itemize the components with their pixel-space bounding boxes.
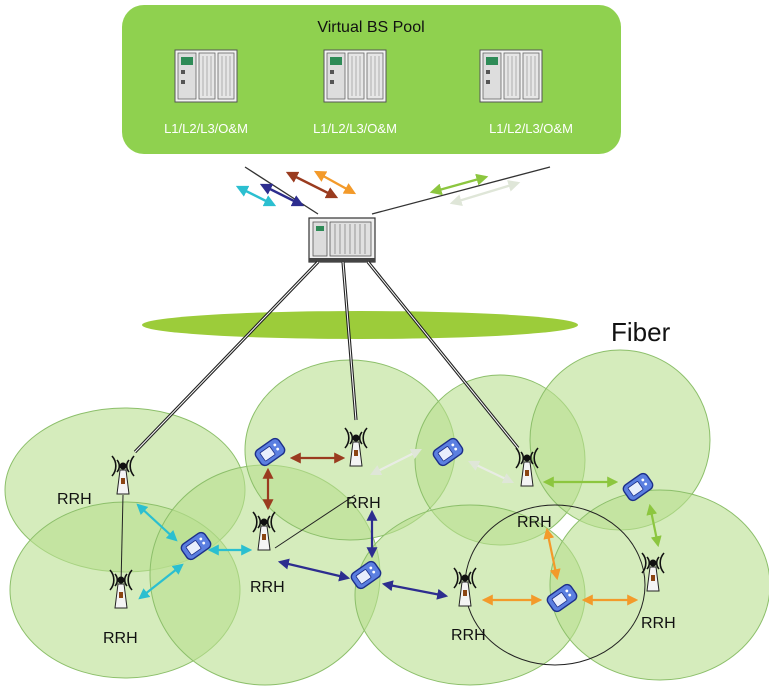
arrow-navy-1: [277, 558, 351, 582]
rrh-2-label: RRH: [103, 630, 138, 647]
rrh-4-label: RRH: [346, 495, 381, 512]
bbu-server-icon: [323, 49, 387, 103]
arrow-navy-3: [381, 580, 449, 600]
arrow-white-2: [468, 460, 514, 484]
arrow-orange-1: [543, 527, 561, 581]
fiber-band: [142, 311, 578, 339]
bbu-server-icon: [174, 49, 238, 103]
rrh-link-1: [120, 494, 124, 586]
bbu-unit-2-label: L1/L2/L3/O&M: [313, 121, 397, 136]
rrh-6: RRH: [451, 567, 486, 644]
rrh-3: RRH: [250, 511, 285, 596]
rrh-5: RRH: [515, 447, 552, 531]
arrow-cyan-2: [138, 563, 184, 600]
arrow-white-1: [370, 449, 422, 475]
arrow-green-top: [429, 173, 489, 196]
fiber-links: [120, 260, 520, 586]
bbu-unit-3-label: L1/L2/L3/O&M: [489, 121, 573, 136]
radio-links: [136, 449, 662, 606]
arrow-white-top: [449, 180, 521, 206]
rrh-3-label: RRH: [250, 579, 285, 596]
rrh-link-2: [274, 494, 356, 549]
uplink-right: [371, 166, 551, 215]
pool-title: Virtual BS Pool: [317, 19, 424, 36]
virtual-bs-pool: Virtual BS Pool L1/L2/L3/O&M L1/L2/L3/O&…: [122, 5, 621, 154]
arrow-cyan-1: [136, 503, 178, 542]
arrow-brown-top: [285, 171, 339, 199]
arrow-navy-top: [259, 183, 305, 207]
fiber-label: Fiber: [611, 317, 671, 347]
rrh-6-label: RRH: [451, 627, 486, 644]
rrh-2: RRH: [103, 569, 138, 647]
arrow-orange-top: [313, 170, 357, 195]
bbu-unit-1-label: L1/L2/L3/O&M: [164, 121, 248, 136]
bbu-unit-1: [174, 49, 238, 103]
cell-8: [549, 489, 769, 681]
uplink-left: [244, 166, 319, 215]
rrh-4: RRH: [344, 427, 381, 512]
rrh-7: RRH: [641, 552, 676, 632]
switch-icon: [308, 217, 376, 263]
rrh-7-label: RRH: [641, 615, 676, 632]
bbu-unit-2: [323, 49, 387, 103]
arrow-cyan-top: [235, 185, 277, 207]
rrh-1: RRH: [57, 455, 135, 508]
bbu-unit-3: [479, 49, 543, 103]
pool-uplinks: [235, 166, 551, 215]
bbu-server-icon: [479, 49, 543, 103]
rrh-1-label: RRH: [57, 491, 92, 508]
rrh-5-label: RRH: [517, 514, 552, 531]
arrow-green-2: [646, 503, 662, 548]
